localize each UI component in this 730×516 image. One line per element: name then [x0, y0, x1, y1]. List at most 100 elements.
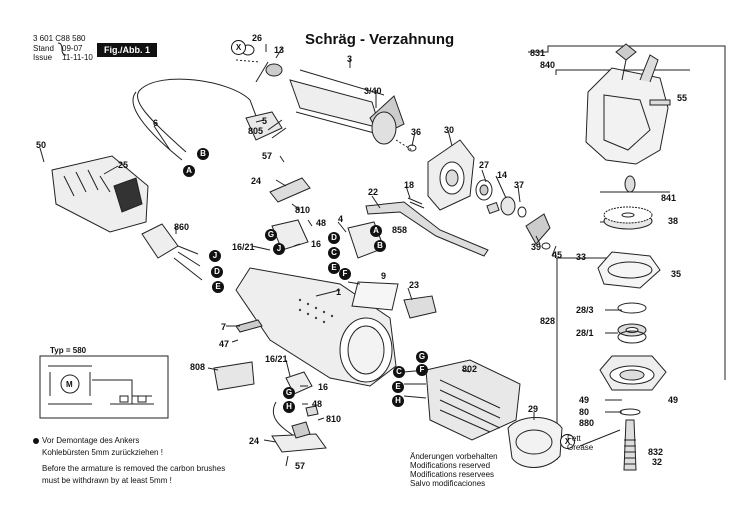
- callout-32: 32: [652, 457, 663, 467]
- page-title: Schräg - Verzahnung: [305, 31, 455, 48]
- callout-13: 13: [274, 45, 285, 55]
- marker-a-cable: A: [183, 165, 195, 177]
- marker-h-stator: H: [392, 395, 404, 407]
- changes-line1: Änderungen vorbehalten: [410, 452, 498, 461]
- callout-28-1: 28/1: [576, 328, 594, 338]
- marker-j-brush: J: [273, 243, 285, 255]
- marker-f-stator: F: [416, 364, 428, 376]
- marker-e-left: E: [212, 281, 224, 293]
- callout-14: 14: [497, 170, 508, 180]
- callout-25: 25: [118, 160, 129, 170]
- marker-e-mid: E: [328, 262, 340, 274]
- callout-16-21-top: 16/21: [232, 242, 255, 252]
- callout-9: 9: [381, 271, 387, 281]
- callout-47: 47: [219, 339, 230, 349]
- note-en-line1: Before the armature is removed the carbo…: [42, 464, 226, 473]
- figure-label: Fig./Abb. 1: [97, 43, 157, 57]
- callout-45: 45: [552, 250, 563, 260]
- marker-e-stator: E: [392, 381, 404, 393]
- callout-808: 808: [190, 362, 206, 372]
- callout-80: 80: [579, 407, 590, 417]
- callout-805: 805: [248, 126, 264, 136]
- grease-line2: Grease: [567, 443, 594, 452]
- callout-4: 4: [338, 214, 344, 224]
- callout-1: 1: [336, 287, 342, 297]
- motor-label: M: [66, 380, 73, 389]
- note-en-line2: must be withdrawn by at least 5mm !: [42, 476, 172, 485]
- note-de-line2: Kohlebürsten 5mm zurückziehen !: [42, 448, 163, 457]
- callout-810-bottom: 810: [326, 414, 342, 424]
- callout-48-top: 48: [316, 218, 327, 228]
- callout-28-3: 28/3: [576, 305, 594, 315]
- marker-j: J: [209, 250, 221, 262]
- callout-5: 5: [262, 116, 268, 126]
- callout-57-top: 57: [262, 151, 273, 161]
- changes-line3: Modifications reservees: [410, 470, 495, 479]
- callout-841: 841: [661, 193, 677, 203]
- marker-d-left: D: [211, 266, 223, 278]
- marker-d-mid: D: [328, 232, 340, 244]
- callout-26: 26: [252, 33, 263, 43]
- callout-16-top: 16: [311, 239, 322, 249]
- callout-880: 880: [579, 418, 595, 428]
- callout-22: 22: [368, 187, 379, 197]
- callout-832: 832: [648, 447, 664, 457]
- callout-860: 860: [174, 222, 190, 232]
- marker-b-mid: B: [374, 240, 386, 252]
- changes-line2: Modifications reserved: [410, 461, 491, 470]
- callout-802: 802: [462, 364, 478, 374]
- changes-line4: Salvo modificaciones: [410, 479, 486, 488]
- callout-33: 33: [576, 252, 587, 262]
- marker-c-mid: C: [328, 247, 340, 259]
- issue-label: Issue: [33, 53, 53, 62]
- marker-g-top: G: [265, 229, 277, 241]
- callout-23: 23: [409, 280, 420, 290]
- callout-16-bottom: 16: [318, 382, 329, 392]
- callout-831: 831: [530, 48, 546, 58]
- callout-7: 7: [221, 322, 227, 332]
- callout-24-bottom: 24: [249, 436, 260, 446]
- callout-16-21-bottom: 16/21: [265, 354, 288, 364]
- callout-18: 18: [404, 180, 415, 190]
- callout-57-bottom: 57: [295, 461, 306, 471]
- marker-f-mid: F: [339, 268, 351, 280]
- callout-828: 828: [540, 316, 556, 326]
- callout-38: 38: [668, 216, 679, 226]
- callout-49-right: 49: [668, 395, 679, 405]
- callout-6: 6: [153, 118, 159, 128]
- callout-39: 39: [531, 242, 542, 252]
- grease-line1: Fett: [567, 434, 581, 443]
- marker-b-cable: B: [197, 148, 209, 160]
- note-de-line1: Vor Demontage des Ankers: [42, 436, 140, 445]
- callout-48-bottom: 48: [312, 399, 323, 409]
- callout-50: 50: [36, 140, 47, 150]
- marker-g-stator: G: [416, 351, 428, 363]
- marker-h-bottom: H: [283, 401, 295, 413]
- callout-35: 35: [671, 269, 682, 279]
- callout-49-left: 49: [579, 395, 590, 405]
- callout-810-top: 810: [295, 205, 311, 215]
- issue-value: 11-11-10: [62, 53, 93, 62]
- callout-30: 30: [444, 125, 455, 135]
- typ-label: Typ = 580: [50, 346, 87, 355]
- stand-value: 09-07: [62, 44, 83, 53]
- part-number: 3 601 C88 580: [33, 34, 86, 43]
- callout-840: 840: [540, 60, 556, 70]
- marker-x-bottom: X: [560, 434, 575, 449]
- callout-3-40: 3/40: [364, 86, 382, 96]
- marker-g-bottom: G: [283, 387, 295, 399]
- callout-36: 36: [411, 127, 422, 137]
- callout-29: 29: [528, 404, 539, 414]
- marker-a-mid: A: [370, 225, 382, 237]
- marker-c-stator: C: [393, 366, 405, 378]
- callout-37: 37: [514, 180, 525, 190]
- callout-55: 55: [677, 93, 688, 103]
- stand-label: Stand: [33, 44, 54, 53]
- marker-x-top: X: [231, 40, 246, 55]
- callout-27: 27: [479, 160, 490, 170]
- callout-24-top: 24: [251, 176, 262, 186]
- bullet-icon: [33, 438, 39, 444]
- callout-858: 858: [392, 225, 408, 235]
